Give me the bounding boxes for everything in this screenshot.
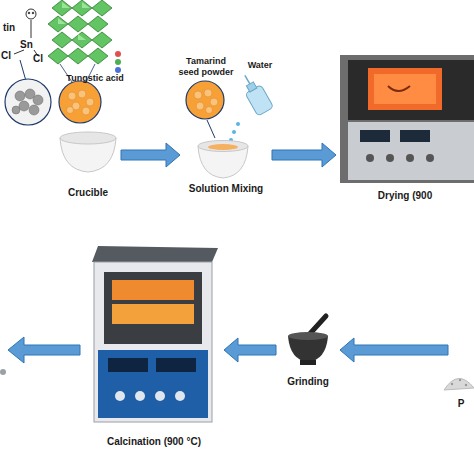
- compound-name: tin: [3, 22, 33, 33]
- tamarind-powder: [186, 81, 224, 138]
- reagent-label: Tamarind seed powder: [175, 56, 237, 78]
- flow-arrow: [272, 143, 336, 167]
- muffle-furnace: [92, 246, 218, 422]
- step-box: Crucible: [55, 125, 121, 199]
- tin-powder: [5, 79, 51, 125]
- tungstic-powder: [59, 81, 101, 123]
- step-box: P: [448, 366, 474, 410]
- atom-symbol: Sn: [20, 39, 40, 50]
- product-blob: [0, 369, 6, 375]
- step-box: Calcination (900 °C): [84, 244, 224, 448]
- step-label: P: [458, 398, 465, 410]
- powder-pile: [444, 378, 474, 390]
- reagent-label: Tungstic acid: [60, 73, 130, 84]
- mortar-pestle: [288, 316, 328, 365]
- mixing-bowl: [198, 141, 248, 179]
- wash-bottle: [237, 71, 274, 116]
- reagent-label: Water: [240, 60, 280, 71]
- drying-oven: [340, 55, 474, 183]
- flow-arrow: [224, 338, 276, 362]
- step-label: Drying (900: [378, 190, 432, 202]
- step-label: Crucible: [68, 187, 108, 199]
- crucible-bowl: [60, 132, 116, 172]
- step-label: Calcination (900 °C): [107, 436, 201, 448]
- flow-arrow: [121, 143, 180, 167]
- atom-symbol: Cl: [1, 50, 15, 61]
- step-label: Solution Mixing: [189, 183, 263, 195]
- step-box: Drying (900: [336, 50, 474, 202]
- step-label: Grinding: [287, 376, 329, 388]
- flow-arrow: [8, 337, 80, 363]
- step-box: Solution Mixing: [180, 125, 272, 195]
- step-box: Grinding: [276, 312, 340, 388]
- atom-symbol: Cl: [33, 53, 47, 64]
- crystal-structure: [48, 0, 121, 82]
- water-drops: [229, 122, 240, 142]
- flow-arrow: [340, 338, 448, 362]
